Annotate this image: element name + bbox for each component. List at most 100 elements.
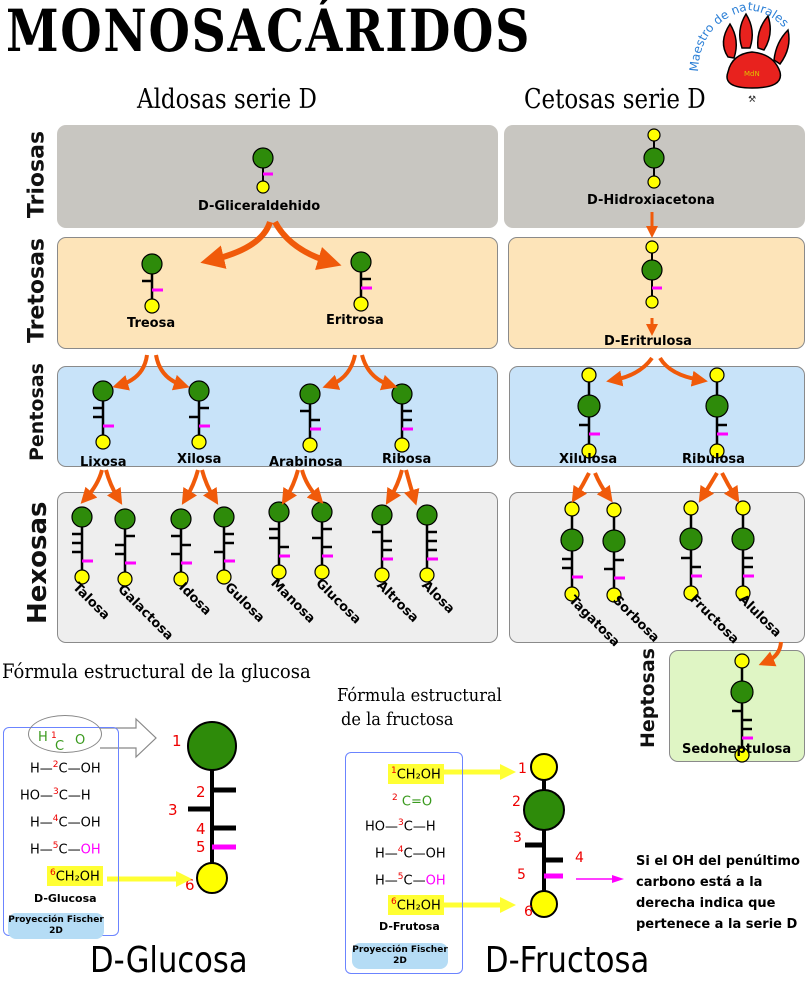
fructose-row-c5: H—5C—OH — [375, 872, 446, 889]
xilosa-terminal-circle — [191, 434, 207, 450]
tagatosa-top-circle — [564, 501, 580, 517]
svg-text:MdN: MdN — [744, 70, 760, 78]
label-arabinosa: Arabinosa — [269, 455, 343, 470]
arrow-to-fructosa — [698, 471, 719, 503]
arrow-hexose-right-2 — [300, 469, 324, 504]
fructosa-top-circle — [683, 500, 699, 516]
fructosa-carbonyl-circle — [679, 527, 703, 551]
idosa-terminal-circle — [173, 571, 189, 587]
label-sedoheptulosa: Sedoheptulosa — [682, 742, 792, 757]
arrow-hexose-right-3 — [404, 469, 420, 506]
label-xilulosa: Xilulosa — [559, 452, 618, 467]
label-d-eritrulosa: D-Eritrulosa — [604, 334, 692, 349]
alosa-terminal-circle — [419, 567, 435, 583]
fructose-big-label: D-Fructosa — [485, 940, 650, 981]
manosa-carbonyl-circle — [268, 501, 290, 523]
tagatosa-bottom-circle — [564, 586, 580, 602]
ribosa-terminal-circle — [394, 437, 410, 453]
galactosa-terminal-circle — [117, 571, 133, 587]
fructose-carbon-number: 6 — [524, 904, 533, 920]
alulosa-carbonyl-circle — [731, 527, 755, 551]
glucose-big-carbonyl-circle — [187, 721, 237, 771]
eritrosa-terminal-circle — [353, 296, 369, 312]
glucose-carbon-number: 2 — [196, 783, 206, 801]
fructose-fischer-badge: Proyección Fischer 2D — [352, 943, 448, 969]
fructose-big-bottom-circle — [530, 890, 558, 918]
glucosa-terminal-circle — [314, 564, 330, 580]
talosa-carbonyl-circle — [71, 506, 93, 528]
glucose-carbon-number: 5 — [196, 838, 206, 856]
gulosa-carbonyl-circle — [213, 506, 235, 528]
fructose-big-top-circle — [530, 753, 558, 781]
arrow-to-arabinosa — [322, 354, 357, 390]
gliceraldehido-terminal-circle — [256, 180, 270, 194]
treosa-terminal-circle — [144, 298, 160, 314]
arrow-to-xilulosa — [606, 356, 654, 387]
aldoses-heading: Aldosas serie D — [137, 84, 317, 115]
lixosa-carbonyl-circle — [92, 380, 114, 402]
glucose-c1-h: H — [38, 730, 48, 745]
ribulosa-bottom-circle — [709, 443, 725, 459]
xilosa-carbonyl-circle — [188, 380, 210, 402]
arrow-to-eritrosa — [272, 220, 342, 271]
fructose-carbon-number: 5 — [517, 867, 526, 883]
glucose-fischer-name: D-Glucosa — [34, 892, 97, 905]
fructose-carbon-number: 3 — [513, 830, 522, 846]
sedoheptulosa-carbonyl-circle — [730, 680, 754, 704]
aldehyde-group-highlight — [28, 715, 102, 753]
serie-d-note: Si el OH del penúltimo carbono está a la… — [636, 854, 800, 932]
paw-print-icon: Maestro de naturales MdN ⚒ — [687, 0, 792, 105]
label-lixosa: Lixosa — [80, 455, 127, 470]
label-d-hidroxiacetona: D-Hidroxiacetona — [587, 193, 715, 208]
sedoheptulosa-top-circle — [734, 653, 750, 669]
xilulosa-bottom-circle — [581, 443, 597, 459]
fructose-row-c3: HO—3C—H — [365, 818, 436, 835]
fructose-c1-highlight: 1CH₂OH — [388, 764, 444, 785]
ketoses-heading: Cetosas serie D — [524, 84, 706, 115]
lixosa-terminal-circle — [95, 434, 111, 450]
fructose-heading-line1: Fórmula estructural — [337, 685, 502, 706]
arrow-hexose-right-0 — [104, 469, 123, 505]
arrow-to-treosa — [200, 220, 273, 269]
page-title: MONOSACÁRIDOS — [6, 0, 532, 65]
aldose-triose-panel — [57, 125, 498, 228]
glucose-c1-c: C — [55, 739, 65, 754]
glucose-c1-o: O — [75, 733, 86, 748]
altrosa-terminal-circle — [374, 567, 390, 583]
fructose-c6-highlight: 6CH₂OH — [388, 895, 444, 916]
arrow-to-tagatosa — [571, 472, 591, 503]
eritrulosa-top-circle — [645, 240, 659, 254]
ketose-pentose-panel — [509, 366, 805, 467]
arrow-hexose-left-2 — [281, 469, 300, 505]
eritrulosa-carbonyl-circle — [641, 259, 663, 281]
xilulosa-top-circle — [581, 367, 597, 383]
label-treosa: Treosa — [127, 316, 176, 331]
glucose-row-c4: H—4C—OH — [30, 814, 101, 831]
fructose-fischer-panel — [345, 752, 463, 974]
arrow-hexose-left-3 — [385, 469, 404, 505]
talosa-terminal-circle — [74, 569, 90, 585]
label-d-gliceraldehido: D-Gliceraldehido — [198, 199, 321, 214]
glucose-carbon-number: 4 — [196, 820, 206, 838]
altrosa-carbonyl-circle — [371, 504, 393, 526]
fructose-row-c4: H—4C—OH — [375, 845, 446, 862]
hidroxiacetona-top-circle — [647, 128, 661, 142]
galactosa-carbonyl-circle — [114, 508, 136, 530]
treosa-carbonyl-circle — [141, 253, 163, 275]
xilulosa-carbonyl-circle — [577, 394, 601, 418]
glucose-c6-highlight: 6CH₂OH — [47, 866, 103, 887]
arrow-hexose-left-1 — [181, 469, 200, 505]
serie-d-pointer-arrowhead — [612, 875, 624, 883]
arrow-to-sedoheptulosa — [758, 641, 783, 667]
glucose-structure-heading: Fórmula estructural de la glucosa — [2, 659, 311, 683]
glucose-fischer-badge: Proyección Fischer 2D — [8, 913, 104, 939]
tagatosa-carbonyl-circle — [560, 528, 584, 552]
gliceraldehido-carbonyl-circle — [252, 147, 274, 169]
glucose-carbon-number: 3 — [168, 801, 178, 819]
sorbosa-bottom-circle — [606, 587, 622, 603]
alulosa-top-circle — [735, 500, 751, 516]
fructose-carbon-number: 1 — [518, 761, 527, 777]
label-ribulosa: Ribulosa — [682, 452, 745, 467]
glucose-carbon-number: 1 — [172, 732, 182, 750]
